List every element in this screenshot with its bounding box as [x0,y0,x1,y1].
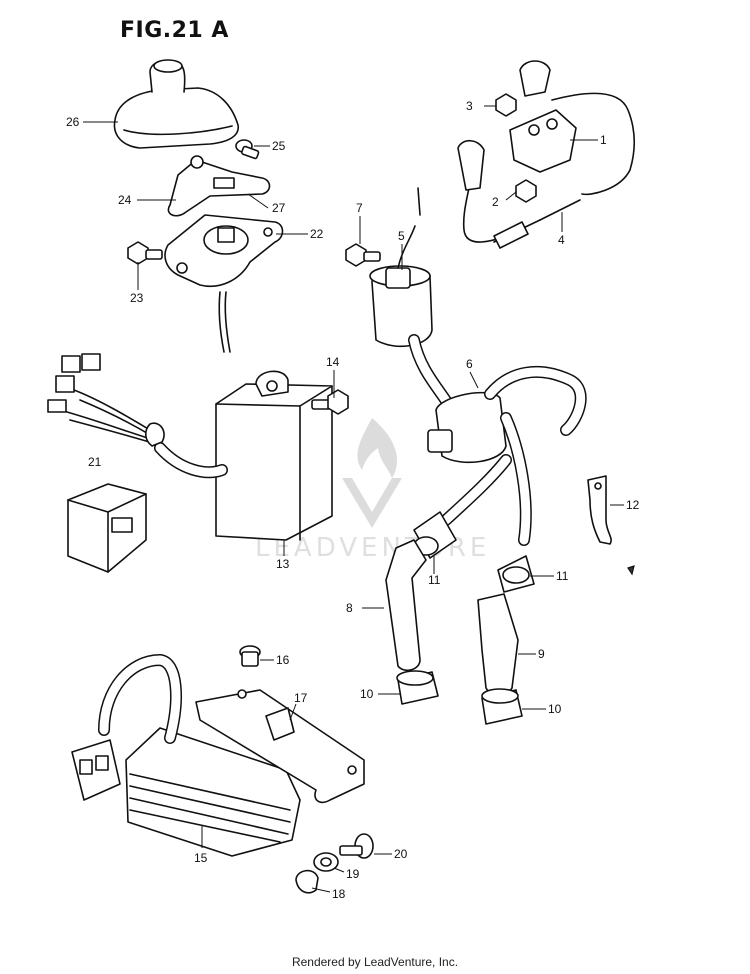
part-18-collar[interactable] [295,869,319,894]
callout-18: 18 [332,887,346,901]
part-14-bolt[interactable] [311,389,349,415]
part-24-bracket[interactable] [167,155,271,217]
part-21-relay[interactable] [67,483,147,573]
callout-7: 7 [356,201,363,215]
part-6-ignition-coil[interactable] [408,334,587,546]
part-10-boot-left[interactable] [396,670,439,705]
callout-11b: 11 [556,569,569,583]
figure-title: FIG.21 A [120,18,229,43]
callout-5: 5 [398,229,405,243]
callout-13: 13 [276,557,290,571]
part-1-starter-relay[interactable] [457,60,636,243]
part-15-regulator[interactable] [71,654,301,857]
watermark-logo: LEADVENTURE [255,418,486,563]
callout-8: 8 [346,601,353,615]
part-17-bracket[interactable] [195,689,365,804]
part-9-plug-cap[interactable] [477,593,519,695]
callout-16: 16 [276,653,290,667]
part-20-bolt[interactable] [339,833,374,859]
callout-21: 21 [88,455,102,469]
callout-12: 12 [626,498,640,512]
callout-3: 3 [466,99,473,113]
part-23-bolt[interactable] [127,241,163,265]
callout-9: 9 [538,647,545,661]
part-13-cdi-unit[interactable] [47,353,333,541]
callout-labels: 26 25 24 27 22 23 3 1 2 4 5 7 6 14 12 13… [66,99,640,901]
callout-11a: 11 [428,573,441,587]
stray-mark [627,565,635,576]
part-4-cable[interactable] [493,199,581,249]
part-11-cap-right[interactable] [497,555,535,593]
callout-22: 22 [310,227,324,241]
part-10-boot-right[interactable] [481,688,523,725]
part-19-grommet[interactable] [313,852,339,872]
callout-23: 23 [130,291,144,305]
callout-20: 20 [394,847,408,861]
callout-24: 24 [118,193,132,207]
callout-15: 15 [194,851,208,865]
part-2-bolt[interactable] [515,179,537,203]
callout-10b: 10 [548,702,562,716]
callout-14: 14 [326,355,340,369]
part-3-nut[interactable] [495,93,517,117]
part-22-switch[interactable] [164,214,284,353]
footer-credit: Rendered by LeadVenture, Inc. [291,955,459,969]
part-12-clamp[interactable] [587,475,612,545]
part-8-plug-cap[interactable] [385,539,427,672]
part-7-bolt[interactable] [345,243,381,267]
part-5-ignition-coil[interactable] [369,187,433,348]
callout-19: 19 [346,867,360,881]
callout-17: 17 [294,691,308,705]
callout-25: 25 [272,139,286,153]
callout-6: 6 [466,357,473,371]
part-26-cover[interactable] [113,59,239,149]
part-25-screw[interactable] [235,139,260,160]
callout-27: 27 [272,201,286,215]
leader-lines [83,105,624,893]
callout-4: 4 [558,233,565,247]
part-16-bolt[interactable] [239,645,261,667]
callout-2: 2 [492,195,499,209]
callout-1: 1 [600,133,607,147]
callout-26: 26 [66,115,80,129]
callout-10a: 10 [360,687,374,701]
